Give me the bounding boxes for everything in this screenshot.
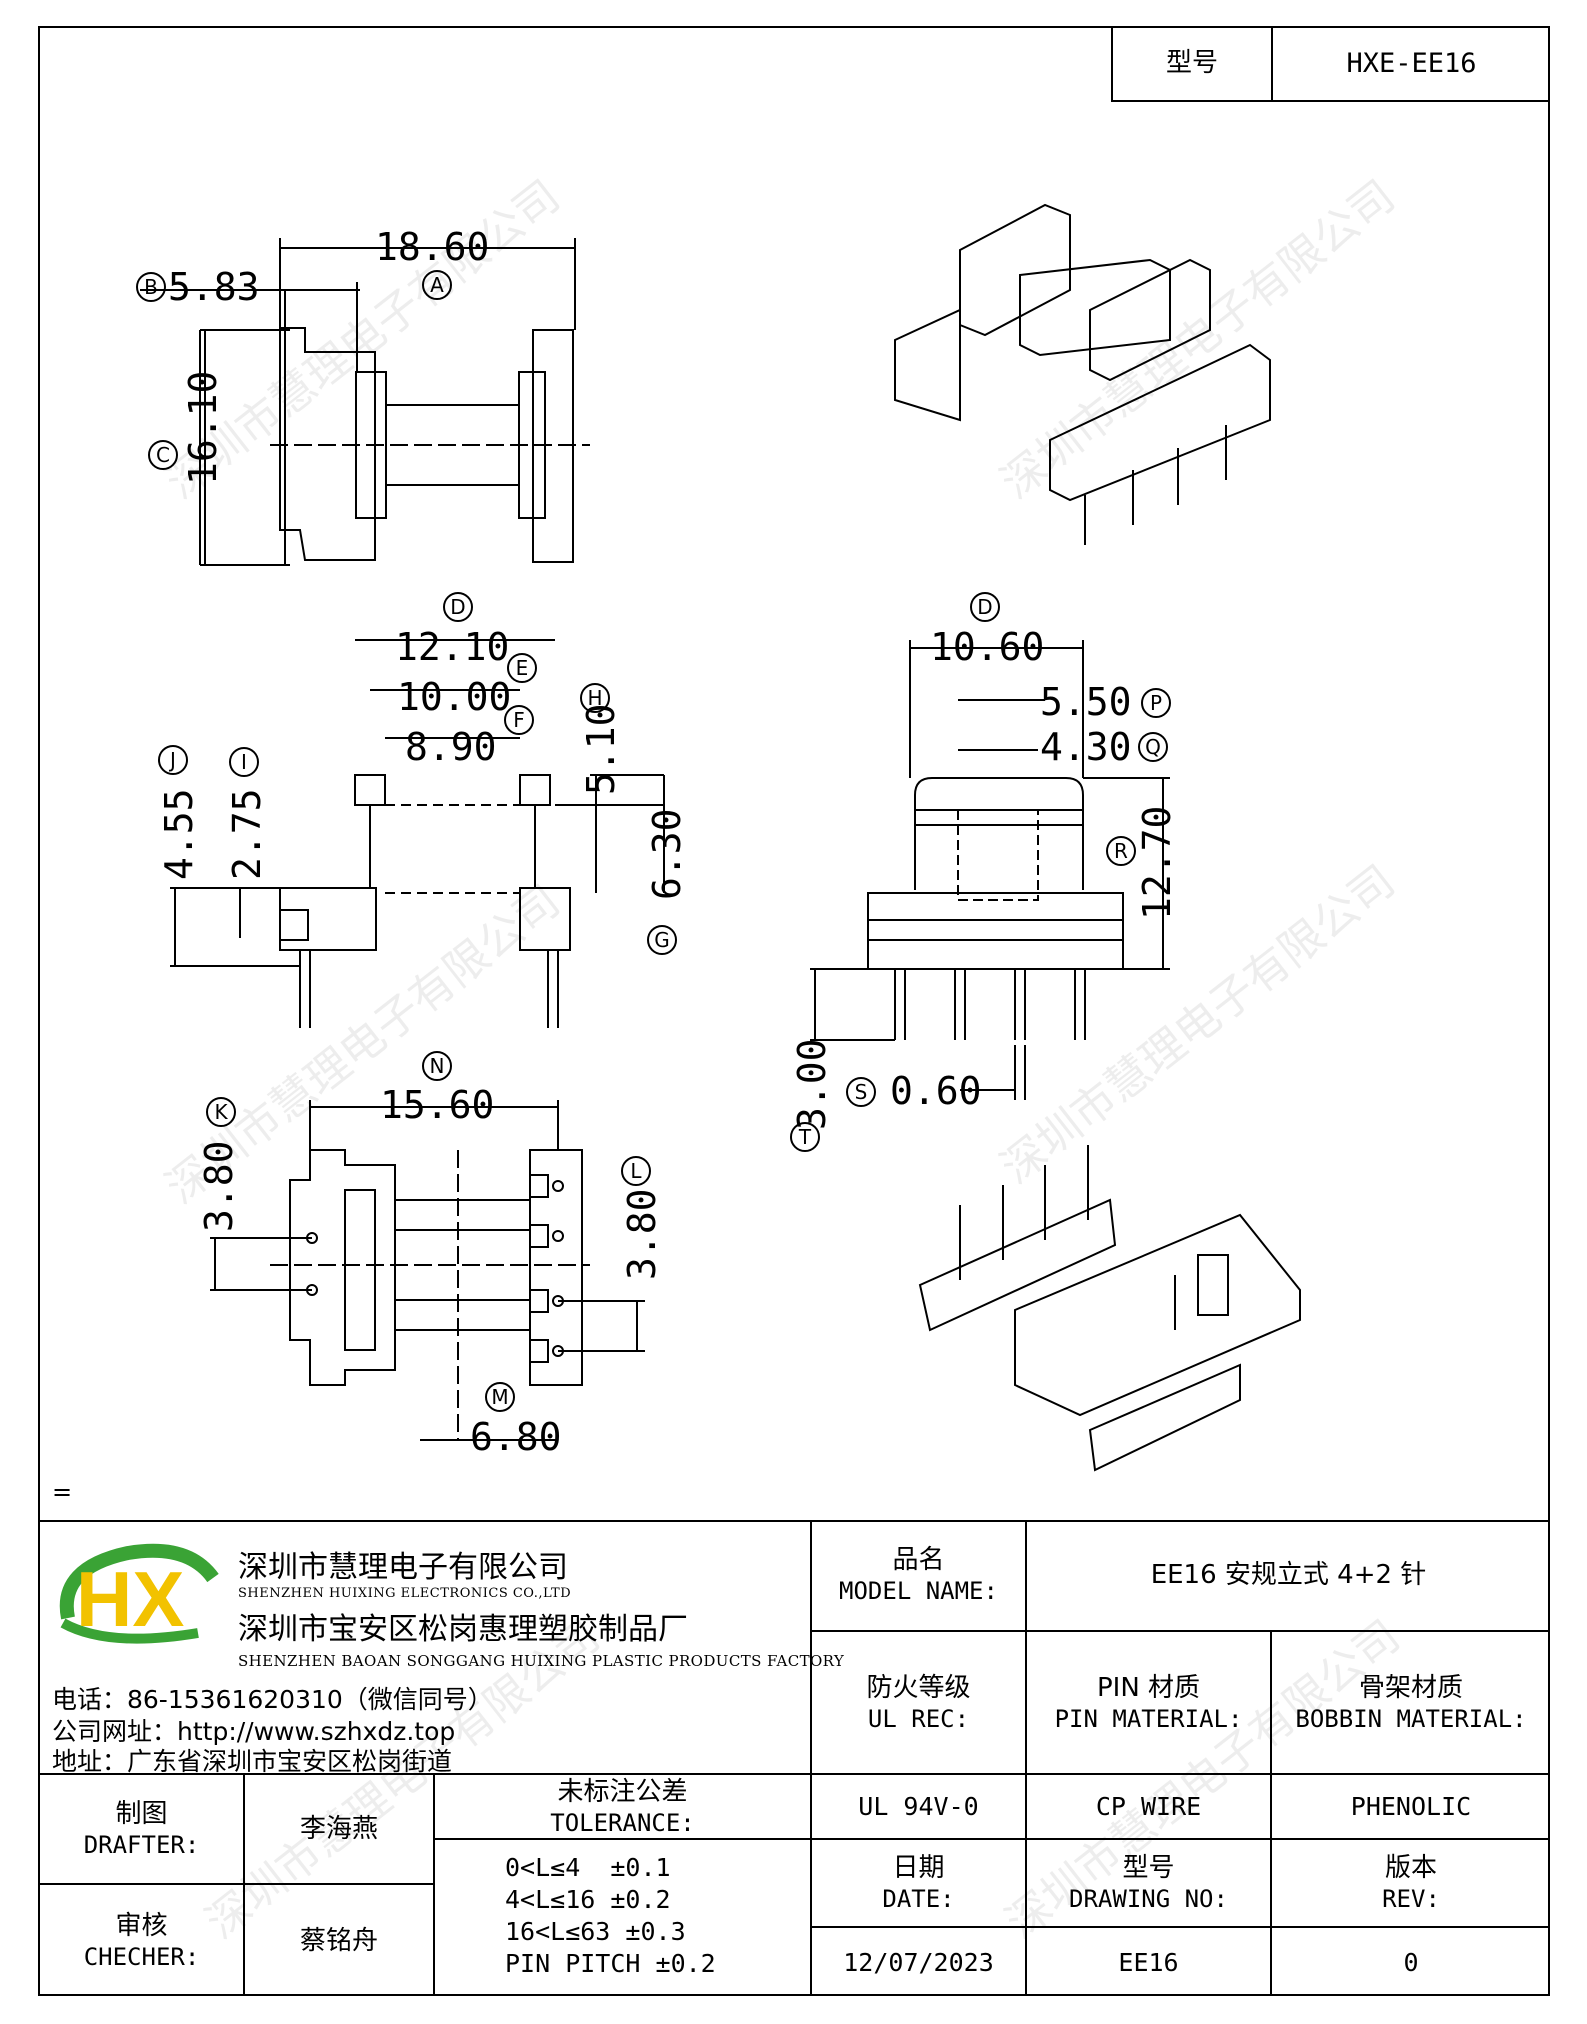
dim-J: 4.55 [157, 788, 201, 880]
ul-rec-header: 防火等级 UL REC: [866, 1672, 971, 1733]
dim-D1: 12.10 [395, 625, 509, 669]
letter-N: N [430, 1054, 445, 1078]
letter-M: M [491, 1385, 508, 1409]
letter-H: H [587, 686, 602, 710]
letter-R: R [1114, 839, 1128, 863]
date-value: 12/07/2023 [843, 1947, 994, 1977]
dim-R: 12.70 [1135, 806, 1179, 920]
dim-T: 3.00 [790, 1038, 834, 1130]
dim-F: 8.90 [405, 725, 497, 769]
drafter-header: 制图 DRAFTER: [83, 1799, 200, 1859]
drafter-value: 李海燕 [299, 1814, 378, 1844]
tolerance-header: 未标注公差 TOLERANCE: [550, 1776, 695, 1837]
letter-Q: Q [1145, 735, 1161, 759]
letter-L: L [630, 1159, 642, 1183]
bottom-view [210, 1100, 645, 1441]
date-header: 日期 DATE: [882, 1853, 955, 1913]
dim-C: 16.10 [181, 371, 225, 485]
isometric-view-top [894, 203, 1271, 545]
tolerance-line: 4<L≤16 ±0.2 [505, 1885, 671, 1914]
letter-K: K [214, 1100, 228, 1124]
pin-material-header: PIN 材质 PIN MATERIAL: [1054, 1672, 1243, 1733]
dim-I: 2.75 [225, 788, 269, 880]
letter-J: J [168, 748, 176, 772]
model-name-header: 品名 MODEL NAME: [839, 1545, 998, 1605]
dim-Q: 4.30 [1040, 725, 1132, 769]
dim-A: 18.60 [375, 225, 489, 269]
letter-S: S [855, 1080, 868, 1104]
dim-G: 6.30 [645, 808, 689, 900]
bobbin-material-value: PHENOLIC [1350, 1792, 1472, 1821]
tolerance-line: PIN PITCH ±0.2 [505, 1949, 716, 1978]
isometric-view-bottom [918, 1145, 1301, 1472]
dim-N: 15.60 [380, 1083, 494, 1127]
company-name-cn: 深圳市慧理电子有限公司 [238, 1550, 568, 1585]
company-name-en: SHENZHEN HUIXING ELECTRONICS CO.,LTD [238, 1586, 572, 1601]
rev-header: 版本 REV: [1382, 1853, 1440, 1913]
dim-K: 3.80 [197, 1140, 241, 1232]
letter-I: I [241, 750, 247, 774]
letter-T: T [798, 1125, 812, 1149]
tolerance-line: 0<L≤4 ±0.1 [505, 1853, 671, 1882]
letter-P: P [1150, 691, 1162, 715]
model-value: HXE-EE16 [1346, 47, 1477, 79]
technical-drawing: 18.60 5.83 16.10 12.10 10.00 8.90 5.10 6… [136, 203, 1301, 1472]
dim-M: 6.80 [470, 1415, 562, 1459]
rev-value: 0 [1403, 1947, 1419, 1977]
title-block: 型号 HXE-EE16 [1111, 26, 1550, 102]
model-name-value: EE16 安规立式 4+2 针 [1150, 1560, 1427, 1590]
checker-value: 蔡铭舟 [299, 1925, 378, 1956]
dim-E: 10.00 [397, 675, 511, 719]
bobbin-material-header: 骨架材质 BOBBIN MATERIAL: [1295, 1672, 1527, 1733]
front-view-right [810, 640, 1170, 1100]
tolerance-list: 0<L≤4 ±0.1 4<L≤16 ±0.2 16<L≤63 ±0.3 PIN … [505, 1852, 716, 1980]
letter-D2: D [977, 595, 992, 619]
letter-A: A [430, 273, 444, 297]
website: 公司网址：http://www.szhxdz.top [52, 1717, 456, 1746]
pin-material-value: CP WIRE [1095, 1792, 1202, 1821]
logo-h: HX [76, 1555, 184, 1643]
model-label: 型号 [1165, 48, 1218, 78]
drawing-no-value: EE16 [1118, 1947, 1179, 1977]
letter-D1: D [450, 595, 465, 619]
company-logo: HX [59, 1543, 219, 1644]
dim-S: 0.60 [890, 1069, 982, 1113]
phone: 电话：86-15361620310（微信同号） [52, 1685, 493, 1714]
letter-F: F [513, 708, 525, 732]
address: 地址：广东省深圳市宝安区松岗街道 [52, 1747, 453, 1776]
ul-rec-value: UL 94V-0 [858, 1792, 979, 1821]
dim-L: 3.80 [620, 1188, 664, 1280]
letter-C: C [156, 443, 170, 467]
factory-name-en: SHENZHEN BAOAN SONGGANG HUIXING PLASTIC … [238, 1652, 845, 1670]
drawing-frame [38, 26, 1550, 1996]
dim-B: 5.83 [168, 265, 260, 309]
dim-P: 5.50 [1040, 680, 1132, 724]
letter-B: B [144, 275, 158, 299]
equals-mark: = [52, 1478, 73, 1506]
dim-H: 5.10 [579, 703, 623, 795]
dimension-letter-circles [136, 270, 1171, 1412]
dim-D2: 10.60 [930, 625, 1044, 669]
factory-name-cn: 深圳市宝安区松岗惠理塑胶制品厂 [238, 1612, 688, 1647]
table-top-line [38, 1520, 1550, 1522]
letter-G: G [654, 928, 670, 952]
drawing-no-header: 型号 DRAWING NO: [1069, 1853, 1228, 1913]
side-view-top [140, 238, 590, 566]
front-view-left [170, 639, 665, 1028]
checker-header: 审核 CHECHER: [83, 1910, 200, 1971]
letter-E: E [516, 656, 529, 680]
tolerance-line: 16<L≤63 ±0.3 [505, 1917, 686, 1946]
